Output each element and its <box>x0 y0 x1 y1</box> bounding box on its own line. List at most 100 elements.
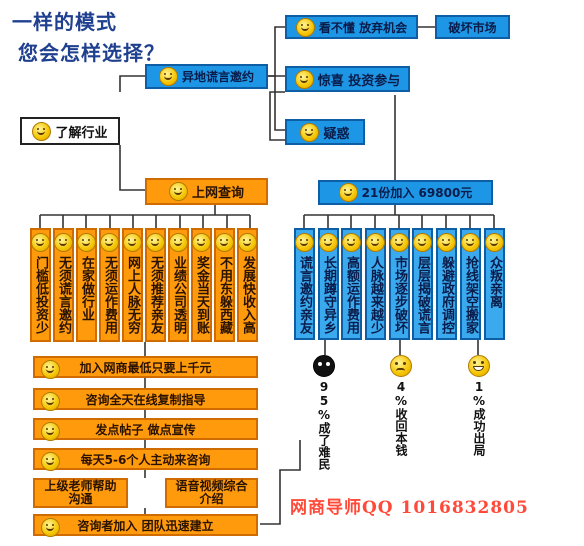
smile-icon <box>32 121 52 141</box>
left-col-4: 网上人脉无穷 <box>122 228 143 342</box>
skull-icon <box>313 355 335 377</box>
node-online: 上网查询 <box>145 178 268 205</box>
node-doubt-label: 疑惑 <box>323 126 350 142</box>
smile-icon <box>158 67 178 86</box>
title-line-1: 一样的模式 <box>12 10 117 34</box>
smile-icon <box>77 233 96 252</box>
step-daily-inquiry: 每天5-6个人主动来咨询 <box>33 448 258 471</box>
smile-icon <box>41 452 60 471</box>
node-dont-understand-label: 看不懂 放弃机会 <box>318 20 408 35</box>
right-col-label: 高额运作费用 <box>344 256 359 334</box>
left-col-8: 不用东躲西藏 <box>214 228 235 342</box>
step-post-label: 发点帖子 做点宣传 <box>95 422 196 437</box>
support-media: 语音视频综合介绍 <box>165 478 258 508</box>
smile-icon <box>437 233 456 252</box>
right-col-2: 高额运作费用 <box>341 228 362 340</box>
node-doubt: 疑惑 <box>285 119 365 145</box>
smile-icon <box>54 233 73 252</box>
smile-icon <box>146 233 165 252</box>
smile-icon <box>123 233 142 252</box>
right-col-label: 抢线架空搬家 <box>463 256 478 334</box>
left-col-label: 在家做行业 <box>79 256 94 321</box>
left-col-label: 不用东躲西藏 <box>217 256 232 334</box>
step-team-build-label: 咨询者加入 团队迅速建立 <box>77 518 214 533</box>
smile-icon <box>300 122 320 142</box>
right-col-7: 抢线架空搬家 <box>460 228 481 340</box>
left-col-9: 发展快收入高 <box>237 228 258 342</box>
right-col-label: 众叛亲离 <box>487 256 502 308</box>
step-team-build: 咨询者加入 团队迅速建立 <box>33 514 258 537</box>
right-col-3: 人脉越来越少 <box>365 228 386 340</box>
right-col-label: 躲避政府调控 <box>439 256 454 334</box>
node-surprise-label: 惊喜 投资参与 <box>317 73 401 89</box>
step-post: 发点帖子 做点宣传 <box>33 418 258 441</box>
smile-icon <box>168 182 188 201</box>
page-title: 一样的模式 您会怎样选择？ <box>12 6 165 66</box>
left-col-5: 无须推荐亲友 <box>145 228 166 342</box>
left-col-6: 业绩公司透明 <box>168 228 189 342</box>
left-col-label: 门槛低投资少 <box>33 256 48 334</box>
left-col-label: 业绩公司透明 <box>171 256 186 334</box>
smile-icon <box>238 233 257 252</box>
support-media-label: 语音视频综合介绍 <box>175 479 248 506</box>
right-col-label: 人脉越来越少 <box>368 256 383 334</box>
title-line-2: 您会怎样选择？ <box>18 41 165 65</box>
support-teacher: 上级老师帮助沟通 <box>33 478 128 508</box>
right-col-1: 长期蹲守异乡 <box>318 228 339 340</box>
smile-icon <box>295 233 314 252</box>
outcome-4-label: 4%收回本钱 <box>394 380 408 456</box>
support-teacher-label: 上级老师帮助沟通 <box>44 479 117 506</box>
smile-icon <box>31 233 50 252</box>
node-invite-label: 异地谎言邀约 <box>181 70 254 84</box>
right-col-8: 众叛亲离 <box>484 228 505 340</box>
left-col-label: 无须推荐亲友 <box>148 256 163 334</box>
right-col-label: 谎言邀约亲友 <box>297 256 312 334</box>
node-break-market-label: 破坏市场 <box>448 20 497 35</box>
worried-face-icon <box>390 355 412 377</box>
grin-face-icon <box>468 355 490 377</box>
outcome-1: 1%成功出局 <box>468 355 490 456</box>
node-join21-label: 21份加入 69800元 <box>361 186 473 200</box>
left-col-1: 无须谎言邀约 <box>53 228 74 342</box>
smile-icon <box>461 233 480 252</box>
right-col-5: 层层揭破谎言 <box>412 228 433 340</box>
left-col-label: 奖金当天到账 <box>194 256 209 334</box>
smile-icon <box>294 69 314 89</box>
left-col-label: 无须谎言邀约 <box>56 256 71 334</box>
left-col-3: 无须运作费用 <box>99 228 120 342</box>
smile-icon <box>41 392 60 411</box>
node-surprise: 惊喜 投资参与 <box>285 66 410 92</box>
left-col-0: 门槛低投资少 <box>30 228 51 342</box>
right-col-label: 市场逐步破坏 <box>392 256 407 334</box>
node-understand: 了解行业 <box>20 117 120 145</box>
node-dont-understand: 看不懂 放弃机会 <box>285 15 418 39</box>
right-col-0: 谎言邀约亲友 <box>294 228 315 340</box>
left-col-label: 网上人脉无穷 <box>125 256 140 334</box>
smile-icon <box>390 233 409 252</box>
smile-icon <box>319 233 338 252</box>
smile-icon <box>41 518 60 537</box>
outcome-95-label: 95%成了难民 <box>317 380 331 470</box>
right-col-label: 长期蹲守异乡 <box>321 256 336 334</box>
step-online-guide-label: 咨询全天在线复制指导 <box>85 392 206 407</box>
outcome-4: 4%收回本钱 <box>390 355 412 456</box>
node-invite: 异地谎言邀约 <box>145 64 268 89</box>
smile-icon <box>338 183 358 202</box>
node-online-label: 上网查询 <box>191 186 244 201</box>
left-col-label: 无须运作费用 <box>102 256 117 334</box>
step-online-guide: 咨询全天在线复制指导 <box>33 388 258 411</box>
right-col-6: 躲避政府调控 <box>436 228 457 340</box>
smile-icon <box>366 233 385 252</box>
node-join21: 21份加入 69800元 <box>318 180 493 205</box>
left-col-7: 奖金当天到账 <box>191 228 212 342</box>
left-col-label: 发展快收入高 <box>240 256 255 334</box>
step-join-cost-label: 加入网商最低只要上千元 <box>79 360 212 375</box>
smile-icon <box>215 233 234 252</box>
left-col-2: 在家做行业 <box>76 228 97 342</box>
outcome-1-label: 1%成功出局 <box>472 380 486 456</box>
watermark: 网商导师QQ 1016832805 <box>290 498 529 518</box>
smile-icon <box>192 233 211 252</box>
right-col-4: 市场逐步破坏 <box>389 228 410 340</box>
smile-icon <box>41 422 60 441</box>
